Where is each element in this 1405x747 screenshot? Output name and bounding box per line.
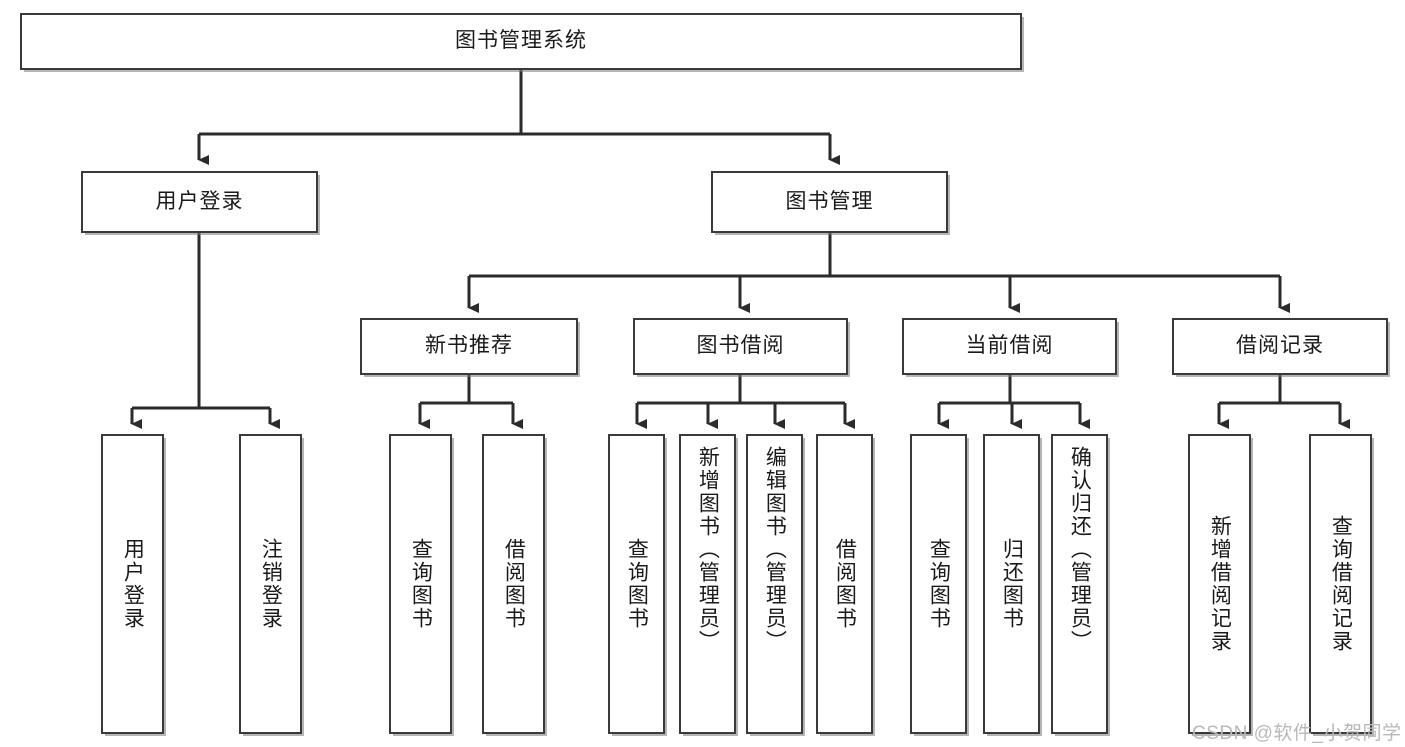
node-br-query-record-label: 查询借阅记录 bbox=[1329, 515, 1353, 653]
node-root-label: 图书管理系统 bbox=[455, 29, 587, 53]
node-br-add-record[interactable]: 新增借阅记录 bbox=[1188, 434, 1251, 734]
node-bb-edit-book[interactable]: 编辑图书（管理员） bbox=[746, 434, 803, 734]
node-bb-query-book[interactable]: 查询图书 bbox=[608, 434, 665, 734]
node-nb-borrow-book[interactable]: 借阅图书 bbox=[482, 434, 545, 734]
node-borrow-records-label: 借阅记录 bbox=[1236, 334, 1324, 358]
node-new-book-recommend-label: 新书推荐 bbox=[425, 334, 513, 358]
node-current-borrow-label: 当前借阅 bbox=[965, 334, 1054, 358]
node-book-borrow-label: 图书借阅 bbox=[696, 334, 785, 358]
node-bb-add-book[interactable]: 新增图书（管理员） bbox=[679, 434, 736, 734]
node-current-borrow[interactable]: 当前借阅 bbox=[902, 318, 1117, 375]
node-cb-return-book[interactable]: 归还图书 bbox=[983, 434, 1040, 734]
node-user-login[interactable]: 用户登录 bbox=[81, 171, 318, 233]
node-nb-query-book-label: 查询图书 bbox=[409, 538, 433, 630]
watermark-text: CSDN @软件_小贺同学 bbox=[1192, 723, 1402, 744]
node-user-logout-leaf[interactable]: 注销登录 bbox=[239, 434, 302, 734]
node-bb-add-book-label: 新增图书（管理员） bbox=[696, 446, 720, 653]
node-book-borrow[interactable]: 图书借阅 bbox=[633, 318, 848, 375]
node-new-book-recommend[interactable]: 新书推荐 bbox=[360, 318, 578, 375]
node-book-management[interactable]: 图书管理 bbox=[711, 171, 948, 233]
node-bb-borrow-book[interactable]: 借阅图书 bbox=[816, 434, 873, 734]
node-nb-query-book[interactable]: 查询图书 bbox=[389, 434, 452, 734]
node-user-login-label: 用户登录 bbox=[155, 189, 244, 213]
node-nb-borrow-book-label: 借阅图书 bbox=[502, 538, 526, 630]
node-cb-query-book-label: 查询图书 bbox=[927, 538, 951, 630]
node-borrow-records[interactable]: 借阅记录 bbox=[1172, 318, 1388, 375]
node-user-logout-leaf-label: 注销登录 bbox=[259, 538, 283, 630]
node-bb-edit-book-label: 编辑图书（管理员） bbox=[763, 446, 787, 653]
node-user-login-leaf[interactable]: 用户登录 bbox=[101, 434, 164, 734]
node-cb-query-book[interactable]: 查询图书 bbox=[910, 434, 967, 734]
node-bb-query-book-label: 查询图书 bbox=[625, 538, 649, 630]
node-root[interactable]: 图书管理系统 bbox=[20, 13, 1022, 70]
node-cb-confirm-return-label: 确认归还（管理员） bbox=[1068, 446, 1092, 653]
node-book-management-label: 图书管理 bbox=[785, 189, 874, 213]
node-cb-confirm-return[interactable]: 确认归还（管理员） bbox=[1051, 434, 1108, 734]
node-br-add-record-label: 新增借阅记录 bbox=[1208, 515, 1232, 653]
node-cb-return-book-label: 归还图书 bbox=[1000, 538, 1024, 630]
node-bb-borrow-book-label: 借阅图书 bbox=[833, 538, 857, 630]
node-br-query-record[interactable]: 查询借阅记录 bbox=[1309, 434, 1372, 734]
node-user-login-leaf-label: 用户登录 bbox=[121, 538, 145, 630]
